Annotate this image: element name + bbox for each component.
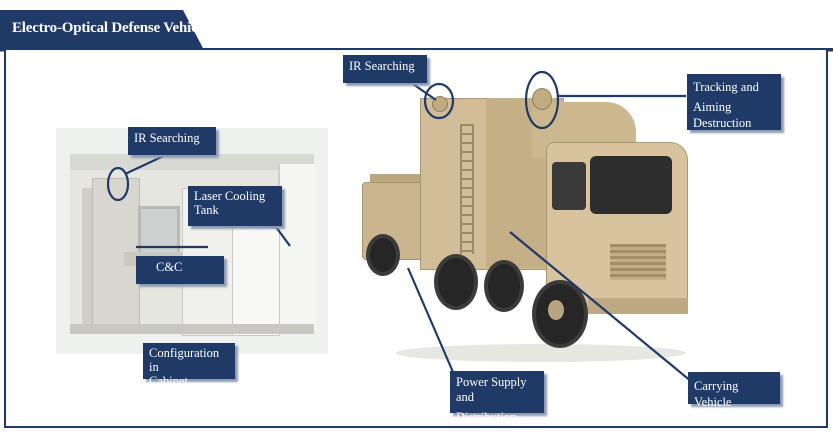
vehicle-illustration [356,84,692,380]
header-tab: Electro-Optical Defense Vehicle [0,10,208,52]
shelter-ladder [460,124,474,254]
truck-grille [610,244,666,280]
label-power-supply: Power Supply and Distribution [450,371,544,424]
tracking-turret [532,88,552,110]
vehicle-shadow [396,344,686,362]
label-power-line2: Distribution [456,410,517,424]
cab-windshield [590,156,672,214]
label-ir-searching-vehicle-text: IR Searching [349,59,415,73]
cabinet-floor [70,324,314,334]
label-cc-text: C&C [156,260,183,274]
front-wheel-hub [548,300,564,320]
cabinet-illustration [56,128,328,354]
ir-searching-turret [432,96,448,112]
label-tracking-aiming: Tracking and Aiming Destruction [687,74,781,130]
label-ir-searching-cabinet: IR Searching [128,127,216,155]
trailer-wheel [366,234,400,276]
rear-wheel [434,254,478,310]
label-carrying-vehicle: Carrying Vehicle [688,372,780,409]
label-ir-searching-vehicle: IR Searching [343,55,427,83]
label-power-line1: Power Supply and [456,375,527,404]
label-laser-cooling-tank: Laser Cooling Tank [188,186,282,226]
label-tracking-line1: Tracking and [693,80,759,94]
cabinet-side-rack [82,188,94,328]
front-wheel [532,280,588,348]
label-laser-line1: Laser Cooling [194,189,266,203]
trailer-top [370,174,420,184]
label-tracking-line2: Aiming Destruction [693,100,752,130]
cab-door-window [552,162,586,210]
header-rule [190,48,833,51]
label-configuration-line2: Cabinet [149,374,188,388]
label-laser-line2: Tank [194,203,219,217]
label-configuration: Configuration in Cabinet [143,343,235,388]
label-carrying-vehicle-text: Carrying Vehicle [694,379,739,409]
label-cc: C&C [136,256,224,284]
page-title: Electro-Optical Defense Vehicle [12,20,208,36]
cabinet-monitor [138,206,180,256]
label-configuration-line1: Configuration in [149,346,220,374]
middle-wheel [484,260,524,312]
label-ir-searching-cabinet-text: IR Searching [134,131,200,145]
cabinet-right-wall [278,164,316,332]
truck-bumper [588,298,688,314]
